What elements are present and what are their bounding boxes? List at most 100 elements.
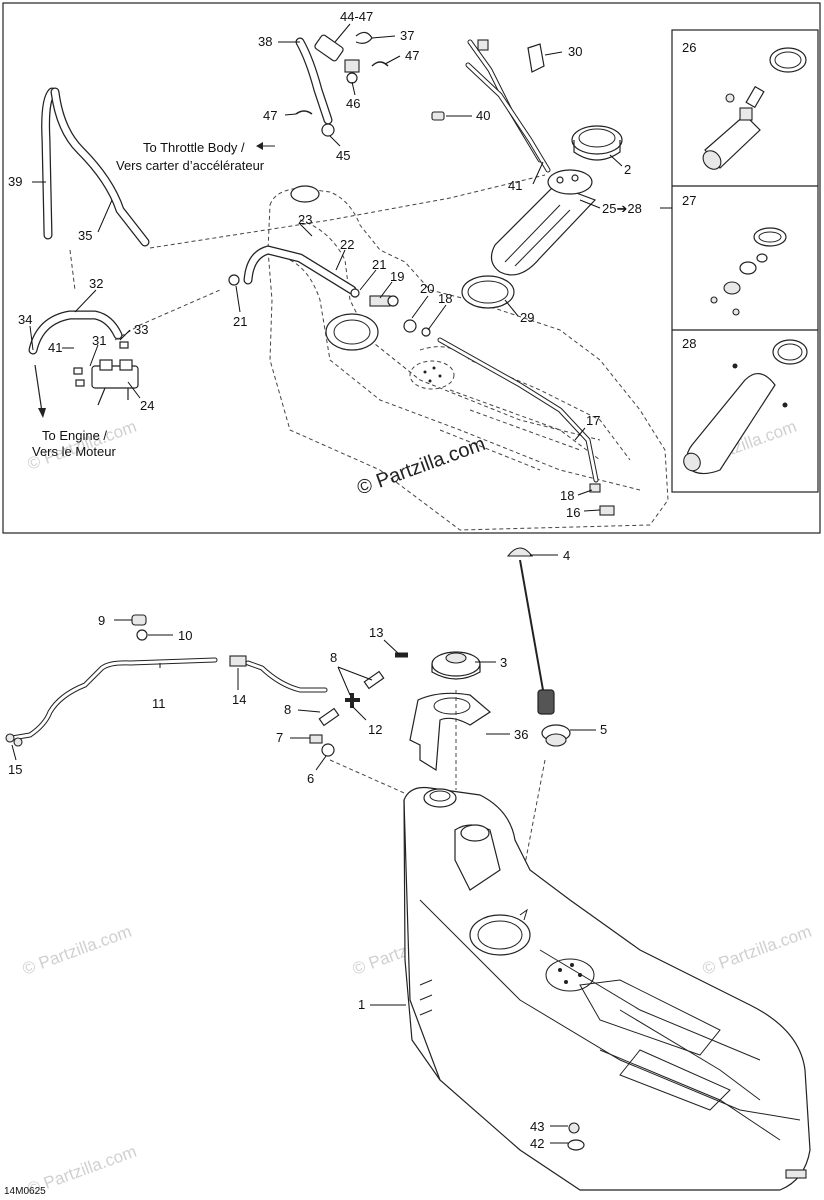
callout-1: 1 bbox=[358, 997, 365, 1012]
callout-46: 46 bbox=[346, 96, 360, 111]
callout-22: 22 bbox=[340, 237, 354, 252]
callout-9: 9 bbox=[98, 613, 105, 628]
callout-6: 6 bbox=[307, 771, 314, 786]
callout-16: 16 bbox=[566, 505, 580, 520]
valve-assembly-24 bbox=[73, 341, 139, 406]
callout-36: 36 bbox=[514, 727, 528, 742]
callout-40: 40 bbox=[476, 108, 490, 123]
callout-5: 5 bbox=[600, 722, 607, 737]
callout-37: 37 bbox=[400, 28, 414, 43]
callouts-upper: 44-47 37 38 47 30 47 46 40 45 2 41 25➔28… bbox=[8, 9, 696, 520]
vent-line-to-pump bbox=[465, 39, 551, 173]
callout-42: 42 bbox=[530, 1136, 544, 1151]
leader-lines-upper bbox=[29, 23, 672, 512]
fitting-16 bbox=[599, 505, 615, 516]
callout-23: 23 bbox=[298, 212, 312, 227]
callout-31: 31 bbox=[92, 333, 106, 348]
callout-33: 33 bbox=[134, 322, 148, 337]
callout-26: 26 bbox=[682, 40, 696, 55]
vent-hose-35 bbox=[50, 87, 150, 247]
connector-19 bbox=[369, 295, 399, 307]
callout-35: 35 bbox=[78, 228, 92, 243]
connection-line bbox=[114, 289, 221, 341]
small-parts-9-10 bbox=[131, 614, 148, 641]
callout-32: 32 bbox=[89, 276, 103, 291]
watermark-faint: © Partzilla.com bbox=[700, 922, 814, 979]
hose-32 bbox=[28, 310, 123, 355]
callout-8: 8 bbox=[284, 702, 291, 717]
callout-34: 34 bbox=[18, 312, 32, 327]
callout-39: 39 bbox=[8, 174, 22, 189]
callout-21: 21 bbox=[372, 257, 386, 272]
callout-21: 21 bbox=[233, 314, 247, 329]
callout-10: 10 bbox=[178, 628, 192, 643]
callout-17: 17 bbox=[586, 413, 600, 428]
callout-12: 12 bbox=[368, 722, 382, 737]
callout-44-47: 44-47 bbox=[340, 9, 373, 24]
callout-47: 47 bbox=[263, 108, 277, 123]
diagram-code: 14M0625 bbox=[4, 1186, 46, 1197]
arrows-upper bbox=[34, 142, 275, 418]
throttle-hose-23 bbox=[243, 245, 357, 295]
tees-8-12-13 bbox=[309, 652, 408, 757]
filter-14 bbox=[229, 655, 247, 667]
fuel-gauge-sender-4 bbox=[506, 547, 555, 715]
leader-lines-lower bbox=[11, 554, 596, 1144]
callout-45: 45 bbox=[336, 148, 350, 163]
callout-18: 18 bbox=[438, 291, 452, 306]
callout-28: 28 bbox=[682, 336, 696, 351]
connection-line bbox=[149, 174, 546, 249]
connection-line bbox=[69, 249, 76, 291]
vent-hose-11 bbox=[5, 655, 328, 747]
bracket-36 bbox=[409, 692, 492, 772]
throttle-body-note-fr: Vers carter d’accélérateur bbox=[116, 158, 265, 173]
connection-line bbox=[519, 759, 546, 891]
clamps-21-20-18 bbox=[228, 274, 431, 337]
filler-neck bbox=[423, 788, 457, 808]
hardware-42-43 bbox=[567, 1122, 585, 1151]
callout-4: 4 bbox=[563, 548, 570, 563]
connection-line bbox=[329, 759, 421, 801]
callout-8: 8 bbox=[330, 650, 337, 665]
detail-28-pump-housing bbox=[683, 339, 808, 475]
part-40 bbox=[431, 111, 445, 121]
fuel-cap-3 bbox=[431, 651, 481, 680]
fuel-tank-1 bbox=[403, 786, 811, 1191]
grommet-5 bbox=[541, 724, 571, 747]
clamp-18 bbox=[589, 483, 601, 493]
clamp-15 bbox=[5, 733, 15, 743]
detail-27-regulator bbox=[710, 227, 787, 316]
vent-hose-39 bbox=[41, 87, 57, 240]
callout-7: 7 bbox=[276, 730, 283, 745]
hose-38 bbox=[295, 37, 333, 125]
callout-25-28: 25➔28 bbox=[602, 201, 642, 216]
callout-41: 41 bbox=[48, 340, 62, 355]
engine-note: To Engine / bbox=[42, 428, 107, 443]
callout-43: 43 bbox=[530, 1119, 544, 1134]
fuel-line-17 bbox=[437, 337, 615, 516]
upper-filler-neck bbox=[290, 185, 320, 203]
throttle-body-note: To Throttle Body / bbox=[143, 140, 245, 155]
callouts-lower: 4 9 10 13 3 8 11 14 8 12 36 5 7 6 15 1 4… bbox=[8, 548, 607, 1151]
callout-24: 24 bbox=[140, 398, 154, 413]
grommet-6 bbox=[321, 743, 335, 757]
connector-7 bbox=[309, 734, 323, 744]
callout-13: 13 bbox=[369, 625, 383, 640]
callout-2: 2 bbox=[624, 162, 631, 177]
detail-26-filter bbox=[702, 47, 807, 170]
callout-11: 11 bbox=[152, 696, 166, 711]
callout-14: 14 bbox=[232, 692, 246, 707]
engine-note-fr: Vers le Moteur bbox=[32, 444, 116, 459]
callout-29: 29 bbox=[520, 310, 534, 325]
callout-18: 18 bbox=[560, 488, 574, 503]
seal-29 bbox=[461, 275, 515, 309]
callout-41: 41 bbox=[508, 178, 522, 193]
fitting-44-47 bbox=[295, 31, 389, 137]
detail-panel-frame bbox=[671, 29, 819, 493]
callout-3: 3 bbox=[500, 655, 507, 670]
callout-27: 27 bbox=[682, 193, 696, 208]
callout-20: 20 bbox=[420, 281, 434, 296]
lock-ring-2 bbox=[571, 125, 623, 161]
callout-47: 47 bbox=[405, 48, 419, 63]
